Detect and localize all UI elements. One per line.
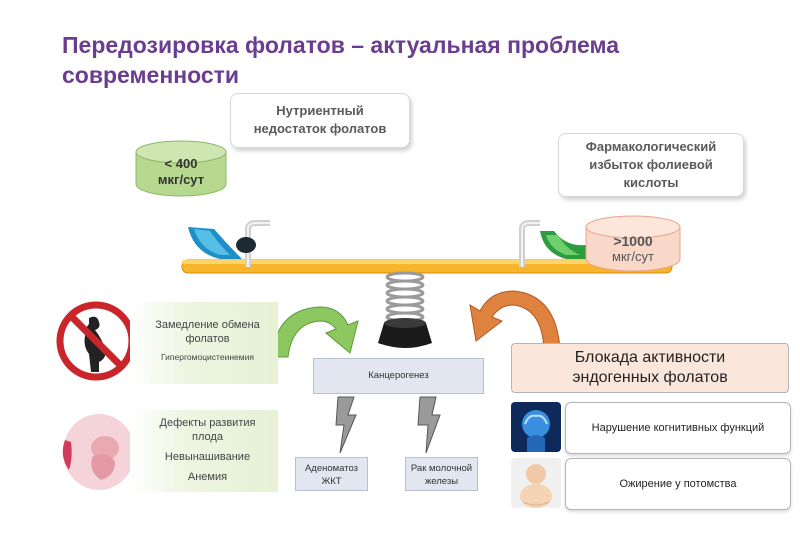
page-title: Передозировка фолатов – актуальная пробл… [62, 32, 620, 88]
baby-icon [511, 458, 561, 508]
folate-metabolism-panel [130, 302, 278, 384]
adenomatosis-box: Аденоматоз ЖКТ [295, 457, 368, 491]
pharmacological-excess-bubble: Фармакологический избыток фолиевой кисло… [558, 133, 744, 197]
carcinogenesis-box: Канцерогенез [313, 358, 484, 394]
folate-metabolism-text: Замедление обмена фолатов Гипергомоцисте… [155, 319, 260, 362]
low-dose-label: < 400 мкг/сут [157, 156, 205, 187]
brain-icon [511, 402, 561, 452]
green-arrow [271, 306, 359, 358]
fetal-defects-panel [130, 410, 278, 492]
obesity-box: Ожирение у потомства [565, 458, 791, 510]
fetus-icon [62, 414, 135, 490]
blockade-box: Блокада активности эндогенных фолатов [511, 343, 789, 393]
high-dose-label: >1000 мкг/сут [612, 233, 654, 264]
pregnancy-prohibited-icon [56, 301, 136, 381]
high-dose-cylinder [585, 215, 681, 272]
low-dose-cylinder [135, 140, 227, 197]
cognitive-box: Нарушение когнитивных функций [565, 402, 791, 454]
orange-arrow [469, 290, 561, 350]
fetal-defects-text: Дефекты развития плода Невынашивание Ане… [159, 417, 256, 483]
lightning-left-icon [335, 396, 357, 454]
lightning-right-icon [417, 396, 441, 454]
nutrient-deficiency-bubble: Нутриентный недостаток фолатов [230, 93, 410, 148]
breast-cancer-box: Рак молочной железы [405, 457, 478, 491]
